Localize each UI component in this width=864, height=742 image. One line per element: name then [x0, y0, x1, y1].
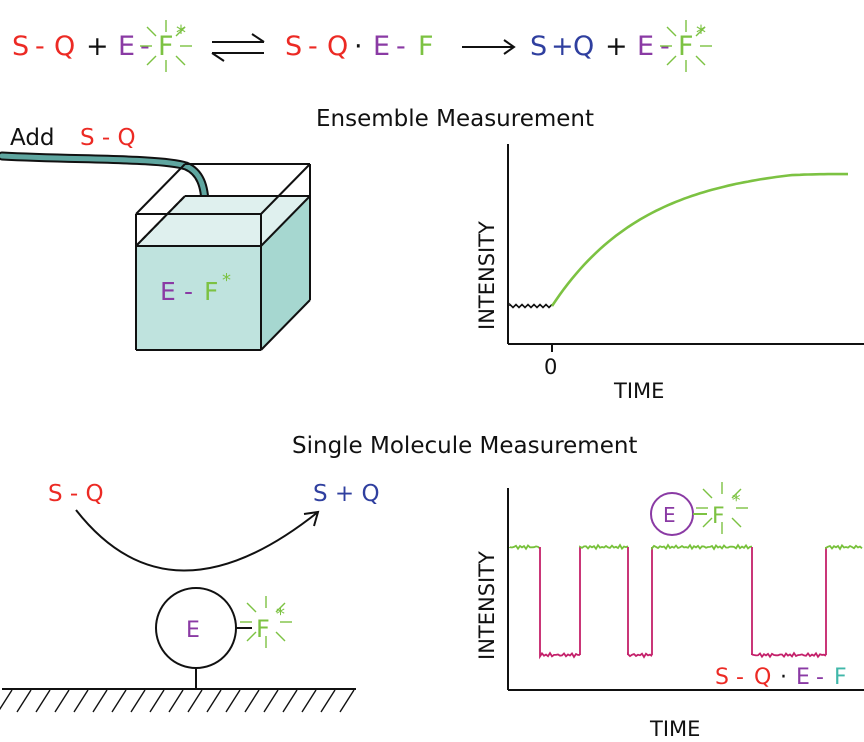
complex-dash2: -: [816, 665, 824, 690]
hatch-mark: [206, 689, 222, 713]
single-y-label: INTENSITY: [475, 551, 499, 660]
beaker-icon: [135, 163, 311, 351]
hatch-mark: [282, 689, 298, 713]
trace-high-segment: [825, 543, 863, 551]
ensemble-zero-label: 0: [544, 355, 557, 379]
trace-low-segment: [751, 651, 827, 659]
hatch-mark: [339, 689, 355, 713]
eq-f3: F: [678, 31, 694, 62]
single-molecule-trace: [509, 543, 863, 660]
single-x-label: TIME: [649, 717, 700, 741]
eq-star1: *: [176, 21, 186, 45]
eq-star3: *: [696, 21, 706, 45]
eq-e3: E: [637, 31, 654, 62]
hatch-mark: [130, 689, 146, 713]
beaker-star: *: [222, 270, 231, 291]
hatch-mark: [111, 689, 127, 713]
hatch-mark: [0, 689, 13, 711]
hatch-mark: [320, 689, 336, 713]
ensemble-x-label: TIME: [613, 379, 664, 403]
inset-fluor-label: F: [712, 504, 725, 529]
eq-dash3: -: [308, 31, 318, 62]
hatch-mark: [225, 689, 241, 713]
eq-e1: E: [118, 31, 135, 62]
complex-e-label: E: [796, 665, 810, 690]
eq-s1: S: [12, 31, 29, 62]
surface-icon: [0, 688, 356, 713]
eq-dash1: -: [35, 31, 45, 62]
trace-low-segment: [627, 652, 653, 659]
ensemble-chart: 0 TIME INTENSITY: [475, 144, 864, 403]
hatch-mark: [301, 689, 317, 713]
fluor-star: *: [276, 604, 285, 625]
ensemble-rise-trace: [550, 172, 848, 307]
inset-enzyme-label: E: [663, 503, 676, 527]
fluor-label: F: [256, 615, 270, 643]
hatch-mark: [168, 689, 184, 713]
complex-f-label: F: [834, 665, 847, 690]
eq-q3: Q: [573, 31, 594, 62]
hatch-mark: [149, 689, 165, 713]
trace-high-segment: [579, 543, 629, 551]
hatch-mark: [16, 689, 32, 713]
tube-icon: [0, 151, 210, 211]
hatch-mark: [263, 689, 279, 713]
product-label: S + Q: [313, 481, 380, 507]
eq-s2: S: [285, 31, 302, 62]
beaker-f-label: F: [204, 277, 218, 306]
trace-high-segment: [651, 543, 753, 551]
enzyme-label: E: [186, 618, 200, 643]
complex-dot: ·: [780, 665, 787, 690]
hatch-mark: [73, 689, 89, 713]
single-title: Single Molecule Measurement: [292, 433, 637, 459]
ensemble-baseline-trace: [509, 302, 553, 309]
complex-q-label: Q: [754, 665, 771, 690]
trace-high-segment: [509, 544, 541, 551]
reaction-equation: S - Q + E - F * S - Q · E - F S + Q: [12, 19, 713, 73]
eq-dot: ·: [354, 31, 363, 62]
forward-arrow-icon: [462, 39, 516, 55]
complex-s-label: S: [715, 665, 729, 690]
trace-low-segment: [539, 651, 581, 660]
inset-star: *: [732, 491, 741, 511]
complex-dash1: -: [736, 665, 744, 690]
eq-dash4: -: [396, 31, 406, 62]
catalysis-arrow-icon: [75, 509, 320, 572]
equilibrium-arrow-icon: [211, 33, 265, 62]
eq-s3: S: [530, 31, 547, 62]
eq-f2: F: [418, 31, 434, 62]
hatch-mark: [54, 689, 70, 713]
eq-q2: Q: [327, 31, 348, 62]
enzyme-icon: [155, 587, 252, 688]
beaker-e-label: E: [160, 277, 176, 306]
single-molecule-chart: INTENSITY TIME E F * S - Q · E - F: [475, 481, 864, 741]
eq-plus2: +: [551, 31, 574, 62]
hatch-mark: [244, 689, 260, 713]
ensemble-y-label: INTENSITY: [475, 221, 499, 330]
eq-q1: Q: [54, 31, 75, 62]
eq-plus1: +: [86, 31, 109, 62]
hatch-mark: [187, 689, 203, 713]
hatch-mark: [35, 689, 51, 713]
ensemble-title: Ensemble Measurement: [316, 106, 594, 132]
beaker-dash: -: [184, 277, 193, 306]
eq-f1: F: [158, 31, 174, 62]
eq-e2: E: [373, 31, 390, 62]
add-label: Add: [10, 125, 55, 151]
hatch-mark: [92, 689, 108, 713]
add-species-label: S - Q: [80, 125, 136, 151]
substrate-label: S - Q: [48, 481, 104, 507]
eq-plus3: +: [605, 31, 628, 62]
